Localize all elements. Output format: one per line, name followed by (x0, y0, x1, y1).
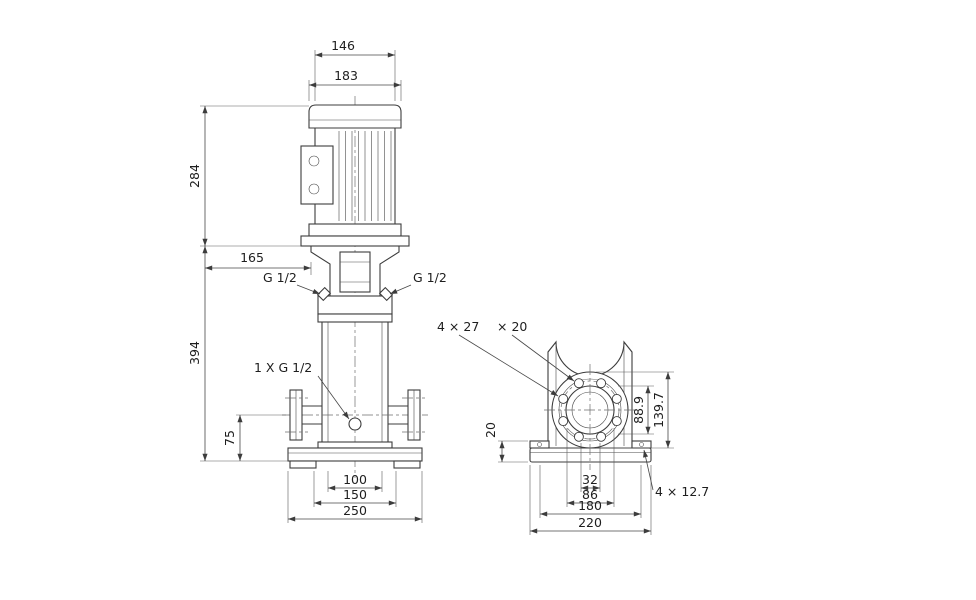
dim-label-port-height: 75 (222, 430, 237, 446)
dim-label-anchor-spacing: 180 (578, 498, 602, 513)
drain-label: 1 X G 1/2 (254, 360, 312, 375)
flange-face (544, 364, 636, 470)
port-plug-right (378, 286, 394, 302)
slot-labels: 4 × 27 × 20 (437, 319, 575, 397)
dim-pipe-od: 88.9 (618, 385, 654, 435)
side-view: 4 × 27 × 20 20 88.9 139.7 32 (437, 319, 709, 535)
port-plug-left (316, 286, 332, 302)
dim-label-base-width: 250 (343, 503, 367, 518)
dim-base-edge-height: 20 (483, 422, 528, 463)
dim-label-motor-top-width: 146 (331, 38, 355, 53)
port-right-label: G 1/2 (413, 270, 447, 285)
base-foot-right (393, 460, 421, 469)
dim-anchor-outer: 150 (313, 471, 397, 507)
flange-bolt-holes (558, 378, 622, 442)
anchor-holes-label: 4 × 12.7 (655, 484, 709, 499)
drain-plug (348, 417, 362, 431)
dim-label-bolt-spacing-outer: 86 (582, 487, 598, 502)
dim-label-bolt-spacing-inner: 32 (582, 472, 598, 487)
motor-stool-plate (300, 235, 410, 247)
dim-anchor-spacing: 180 (539, 465, 642, 518)
motor (300, 104, 410, 247)
pump-head (310, 246, 400, 315)
dim-label-head-clearance: 165 (240, 250, 264, 265)
dim-label-anchor-outer: 150 (343, 487, 367, 502)
dim-label-pipe-od: 88.9 (631, 396, 646, 424)
pump-base (287, 447, 423, 469)
anchor-holes-label-group: 4 × 12.7 (643, 449, 709, 499)
front-view: 146 183 284 394 165 G 1/2 G 1/2 1 X (187, 38, 447, 523)
motor-flange (308, 223, 402, 237)
dim-label-motor-height: 284 (187, 164, 202, 188)
dim-heights: 284 394 (187, 105, 309, 462)
dim-label-motor-width: 183 (334, 68, 358, 83)
port-left-label: G 1/2 (263, 270, 297, 285)
discharge-flange (388, 389, 425, 441)
drain-port-label: 1 X G 1/2 (254, 360, 350, 420)
base-foot-left (289, 460, 317, 469)
dim-head-clearance: 165 (205, 250, 312, 275)
port-label-right: G 1/2 (389, 270, 447, 295)
port-label-left: G 1/2 (263, 270, 321, 295)
foot-pad-right (631, 440, 652, 449)
suction-flange (285, 389, 322, 441)
slot-size-label: 4 × 27 (437, 319, 479, 334)
anchor-hole-right (639, 442, 644, 447)
dim-motor-top-width: 146 (314, 38, 396, 101)
head-block (317, 295, 393, 315)
dim-label-flange-od: 139.7 (651, 392, 666, 428)
coupling (339, 251, 371, 293)
motor-fins (338, 131, 392, 221)
dim-label-pump-height: 394 (187, 341, 202, 365)
dim-label-base-length: 220 (578, 515, 602, 530)
dim-label-anchor-inner: 100 (343, 472, 367, 487)
dim-label-base-edge-height: 20 (483, 422, 498, 438)
dim-flange-od: 139.7 (596, 371, 674, 449)
dim-anchor-inner: 100 (327, 471, 383, 492)
fan-cover (308, 104, 402, 129)
anchor-hole-left (537, 442, 542, 447)
terminal-box (300, 145, 334, 205)
foot-pad-left (529, 440, 550, 449)
slot-depth-label: × 20 (497, 319, 527, 334)
dim-base-length: 220 (529, 465, 652, 535)
dim-bolt-spacing-inner: 32 (580, 443, 601, 492)
dim-port-height: 75 (222, 414, 286, 461)
dim-base-width: 250 (287, 471, 423, 523)
dim-motor-width: 183 (308, 68, 402, 101)
dim-bolt-spacing-outer: 86 (566, 428, 615, 507)
